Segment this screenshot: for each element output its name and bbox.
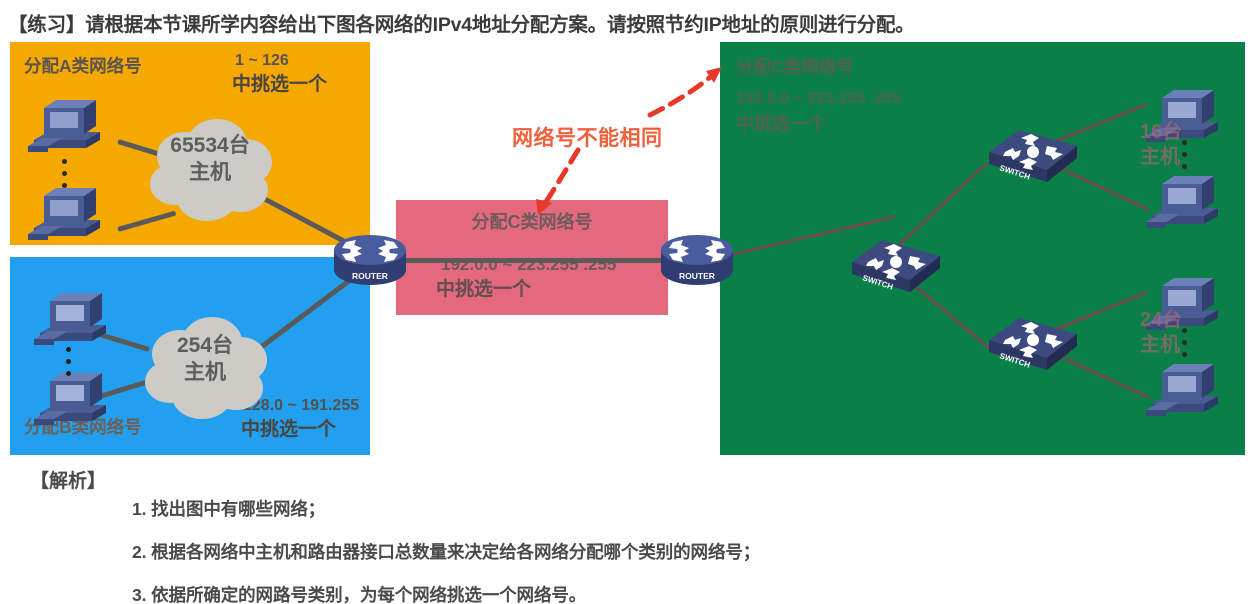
ellipsis-dots-green-top xyxy=(1182,140,1187,169)
analysis-list: 1. 找出图中有哪些网络； 2. 根据各网络中主机和路由器接口总数量来决定给各网… xyxy=(132,496,1232,604)
switch-icon-middle: SWITCH xyxy=(848,230,944,302)
host-icon-b-top xyxy=(32,287,120,353)
class-a-label: 分配A类网络号 xyxy=(24,56,142,76)
class-c-right-pick: 中挑选一个 xyxy=(736,114,826,134)
class-a-pick: 中挑选一个 xyxy=(232,74,328,95)
link-router-to-router xyxy=(390,258,680,263)
class-c-middle-pick: 中挑选一个 xyxy=(436,279,532,300)
host-icon-green-3 xyxy=(1144,272,1232,338)
cloud-class-a: 65534台 主机 xyxy=(145,114,275,224)
class-c-right-range: 192.0.0 ~ 223.255 .255 xyxy=(736,90,902,107)
class-c-middle-label: 分配C类网络号 xyxy=(471,212,593,232)
class-a-range: 1 ~ 126 xyxy=(235,52,289,69)
host-icon-b-bottom xyxy=(32,367,120,433)
ellipsis-dots-b xyxy=(66,347,71,376)
host-icon-a-bottom xyxy=(26,182,114,248)
analysis-item-1: 1. 找出图中有哪些网络； xyxy=(132,499,326,519)
hosts-count-top: 16台 主机 xyxy=(1140,120,1182,170)
page-title: 【练习】请根据本节课所学内容给出下图各网络的IPv4地址分配方案。请按照节约IP… xyxy=(8,14,915,36)
host-icon-a-top xyxy=(26,94,114,160)
arrowhead-down xyxy=(536,199,552,215)
ellipsis-dots-green-bottom xyxy=(1182,328,1187,357)
callout-arrows xyxy=(536,67,722,215)
switch-icon-bottom: SWITCH xyxy=(985,308,1081,380)
network-box-class-a: 分配A类网络号 1 ~ 126 中挑选一个 65534台 主机 xyxy=(10,42,373,258)
cloud-class-b: 254台 主机 xyxy=(140,312,270,422)
ellipsis-dots-a xyxy=(62,159,67,188)
switch-icon-top: SWITCH xyxy=(985,120,1081,192)
hosts-count-bottom: 24台 主机 xyxy=(1140,308,1182,358)
network-box-class-c-right: 分配C类网络号 192.0.0 ~ 223.255 .255 中挑选一个 xyxy=(709,42,1245,455)
host-icon-green-2 xyxy=(1144,170,1232,236)
class-b-pick: 中挑选一个 xyxy=(241,419,337,440)
analysis-heading: 【解析】 xyxy=(30,471,107,492)
class-b-range: 128.0 ~ 191.255 xyxy=(243,397,360,414)
host-icon-green-1 xyxy=(1144,84,1232,150)
router-right-label: ROUTER xyxy=(679,271,715,281)
host-icon-green-4 xyxy=(1144,358,1232,424)
hosts-count-top-line2: 主机 xyxy=(1140,146,1180,168)
router-left-label: ROUTER xyxy=(352,271,388,281)
hosts-count-bottom-line1: 24台 xyxy=(1140,309,1183,331)
hosts-count-top-line1: 16台 xyxy=(1140,121,1183,143)
router-icon-left: ROUTER xyxy=(330,228,410,292)
analysis-item-3: 3. 依据所确定的网路号类别，为每个网络挑选一个网络号。 xyxy=(132,585,587,604)
analysis-item-2: 2. 根据各网络中主机和路由器接口总数量来决定给各网络分配哪个类别的网络号； xyxy=(132,542,761,562)
arrowhead-up xyxy=(706,67,722,83)
network-box-class-b: 分配B类网络号 128.0 ~ 191.255 中挑选一个 254台 主机 xyxy=(10,257,370,455)
hosts-count-bottom-line2: 主机 xyxy=(1140,334,1180,356)
router-icon-right: ROUTER xyxy=(657,228,737,292)
class-c-right-label: 分配C类网络号 xyxy=(736,57,854,77)
callout-text: 网络号不能相同 xyxy=(510,125,663,152)
